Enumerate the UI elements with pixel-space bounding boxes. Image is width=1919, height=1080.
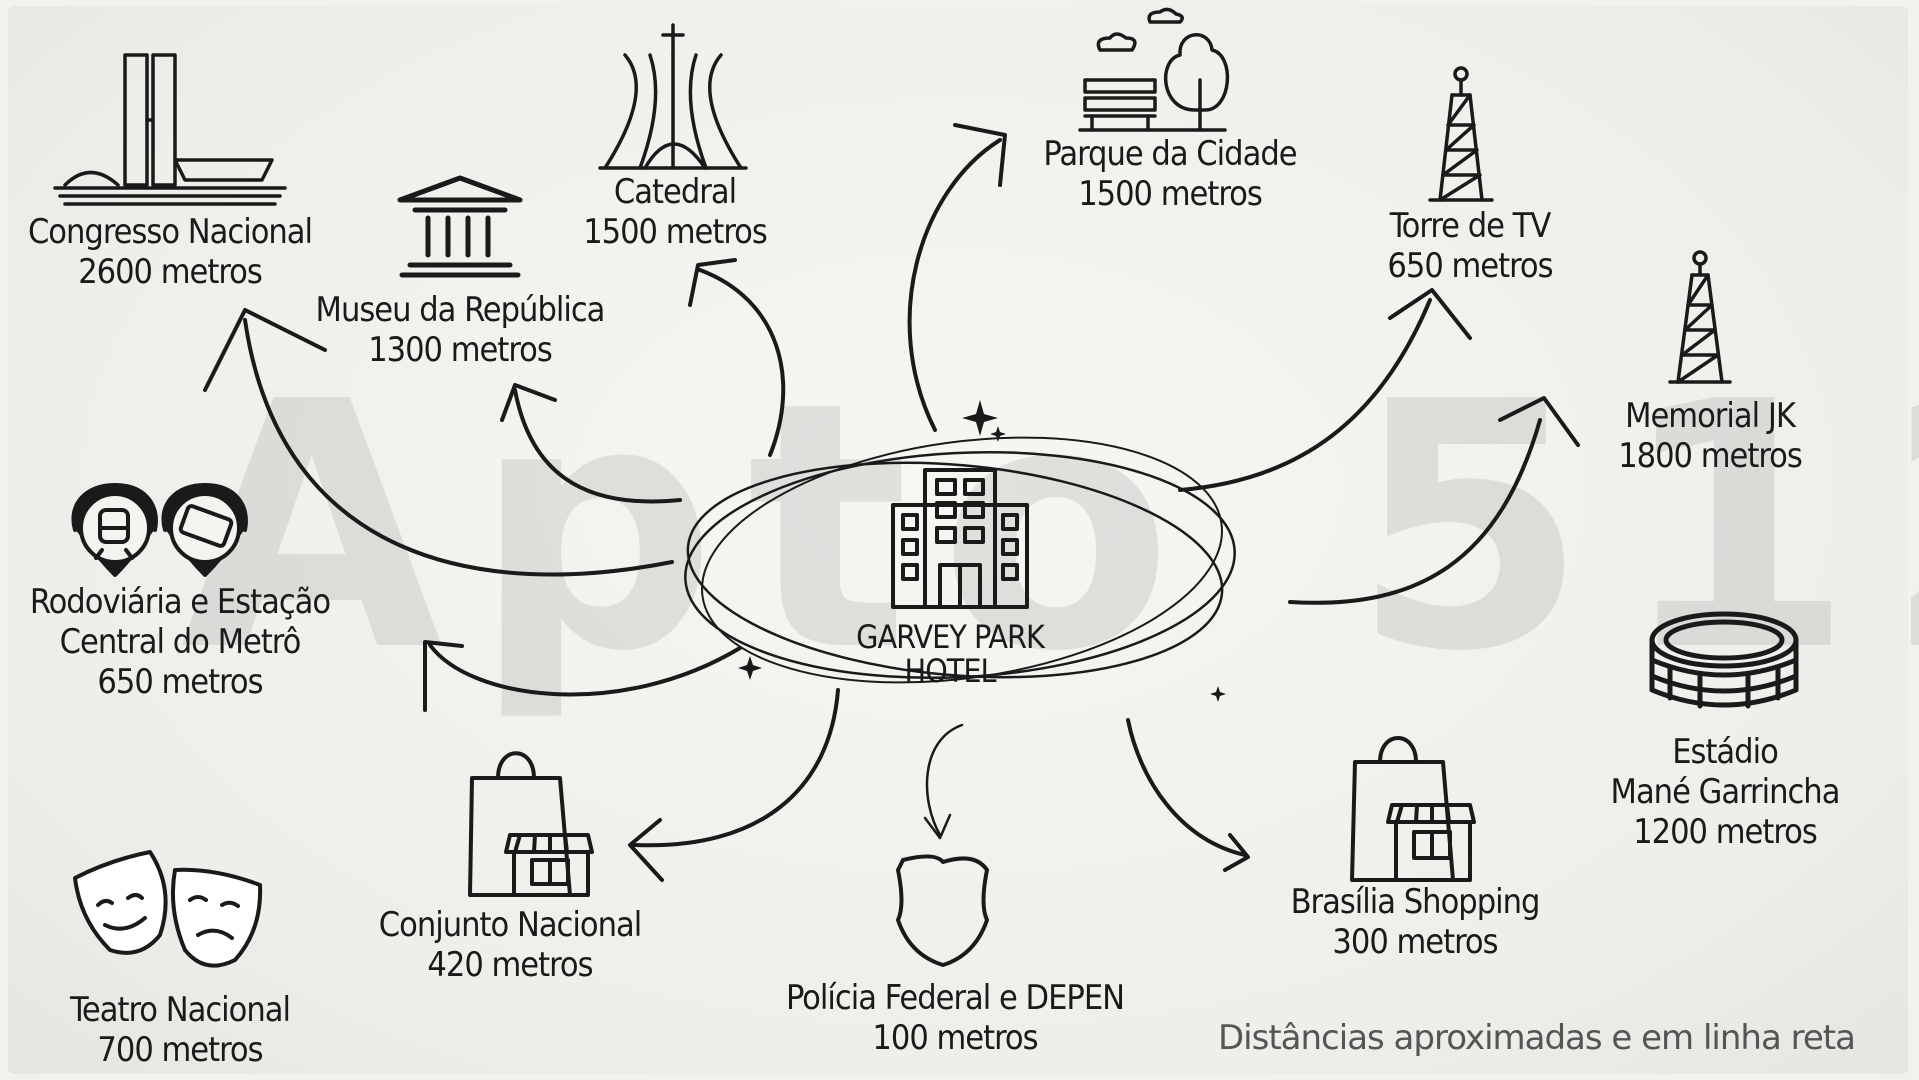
hotel-building-icon <box>891 468 1029 609</box>
hotel-name: GARVEY PARK HOTEL <box>820 620 1080 688</box>
place-estadio: Estádio Mané Garrincha 1200 metros <box>1575 732 1875 852</box>
place-distance: 2600 metros <box>78 252 263 292</box>
sparkle-icon <box>738 400 1226 702</box>
hotel-name-line2: HOTEL <box>904 652 996 690</box>
place-distance: 100 metros <box>872 1018 1038 1058</box>
stadium-icon <box>1649 611 1799 709</box>
place-congresso: Congresso Nacional 2600 metros <box>5 212 335 292</box>
place-name: Teatro Nacional <box>70 990 291 1030</box>
place-name: Museu da República <box>315 290 606 330</box>
place-name: Catedral <box>613 172 737 212</box>
place-distance: 650 metros <box>1387 246 1553 286</box>
place-rodoviaria: Rodoviária e Estação Central do Metrô 65… <box>0 582 360 702</box>
cathedral-icon <box>598 23 748 170</box>
place-name: Torre de TV <box>1389 206 1552 246</box>
shopping-icon <box>1350 736 1476 882</box>
place-name: Memorial JK <box>1625 396 1796 436</box>
police-badge-icon <box>896 854 989 967</box>
place-parque: Parque da Cidade 1500 metros <box>1010 134 1330 214</box>
place-distance: 1500 metros <box>1078 174 1263 214</box>
place-name: Conjunto Nacional <box>378 905 642 945</box>
place-distance: 1300 metros <box>368 330 553 370</box>
place-name: Rodoviária e Estação <box>29 582 331 622</box>
place-distance: 300 metros <box>1332 922 1498 962</box>
place-name: Parque da Cidade <box>1043 134 1297 174</box>
place-name: Polícia Federal e DEPEN <box>785 978 1125 1018</box>
footnote: Distâncias aproximadas e em linha reta <box>1218 1018 1856 1058</box>
place-memorial: Memorial JK 1800 metros <box>1590 396 1830 476</box>
place-name: Estádio <box>1672 732 1779 772</box>
bus-metro-icon <box>71 483 248 577</box>
place-torre: Torre de TV 650 metros <box>1340 206 1600 286</box>
place-conjunto: Conjunto Nacional 420 metros <box>350 905 670 985</box>
place-name: Congresso Nacional <box>27 212 313 252</box>
place-distance: 420 metros <box>427 945 593 985</box>
connector-arrows <box>203 123 1580 882</box>
park-icon <box>1078 7 1230 132</box>
hotel-ellipse <box>684 436 1236 684</box>
museum-icon <box>397 175 523 278</box>
place-catedral: Catedral 1500 metros <box>560 172 790 252</box>
place-brasilia-shopping: Brasília Shopping 300 metros <box>1255 882 1575 962</box>
place-distance: 1500 metros <box>583 212 768 252</box>
place-museu: Museu da República 1300 metros <box>285 290 635 370</box>
place-teatro: Teatro Nacional 700 metros <box>30 990 330 1070</box>
place-distance: 1200 metros <box>1633 812 1818 852</box>
place-name-line2: Mané Garrincha <box>1610 772 1841 812</box>
shopping-icon <box>468 751 594 897</box>
place-name-line2: Central do Metrô <box>59 622 302 662</box>
congress-icon <box>53 53 287 206</box>
tv-tower-icon <box>1428 66 1494 202</box>
theater-masks-icon <box>73 850 263 968</box>
tower-icon <box>1668 250 1732 384</box>
place-name: Brasília Shopping <box>1290 882 1541 922</box>
place-distance: 700 metros <box>97 1030 263 1070</box>
paper-background <box>8 6 1908 1074</box>
place-distance: 1800 metros <box>1618 436 1803 476</box>
hotel-name-line1: GARVEY PARK <box>856 618 1045 656</box>
place-policia: Polícia Federal e DEPEN 100 metros <box>745 978 1165 1058</box>
place-distance: 650 metros <box>97 662 263 702</box>
